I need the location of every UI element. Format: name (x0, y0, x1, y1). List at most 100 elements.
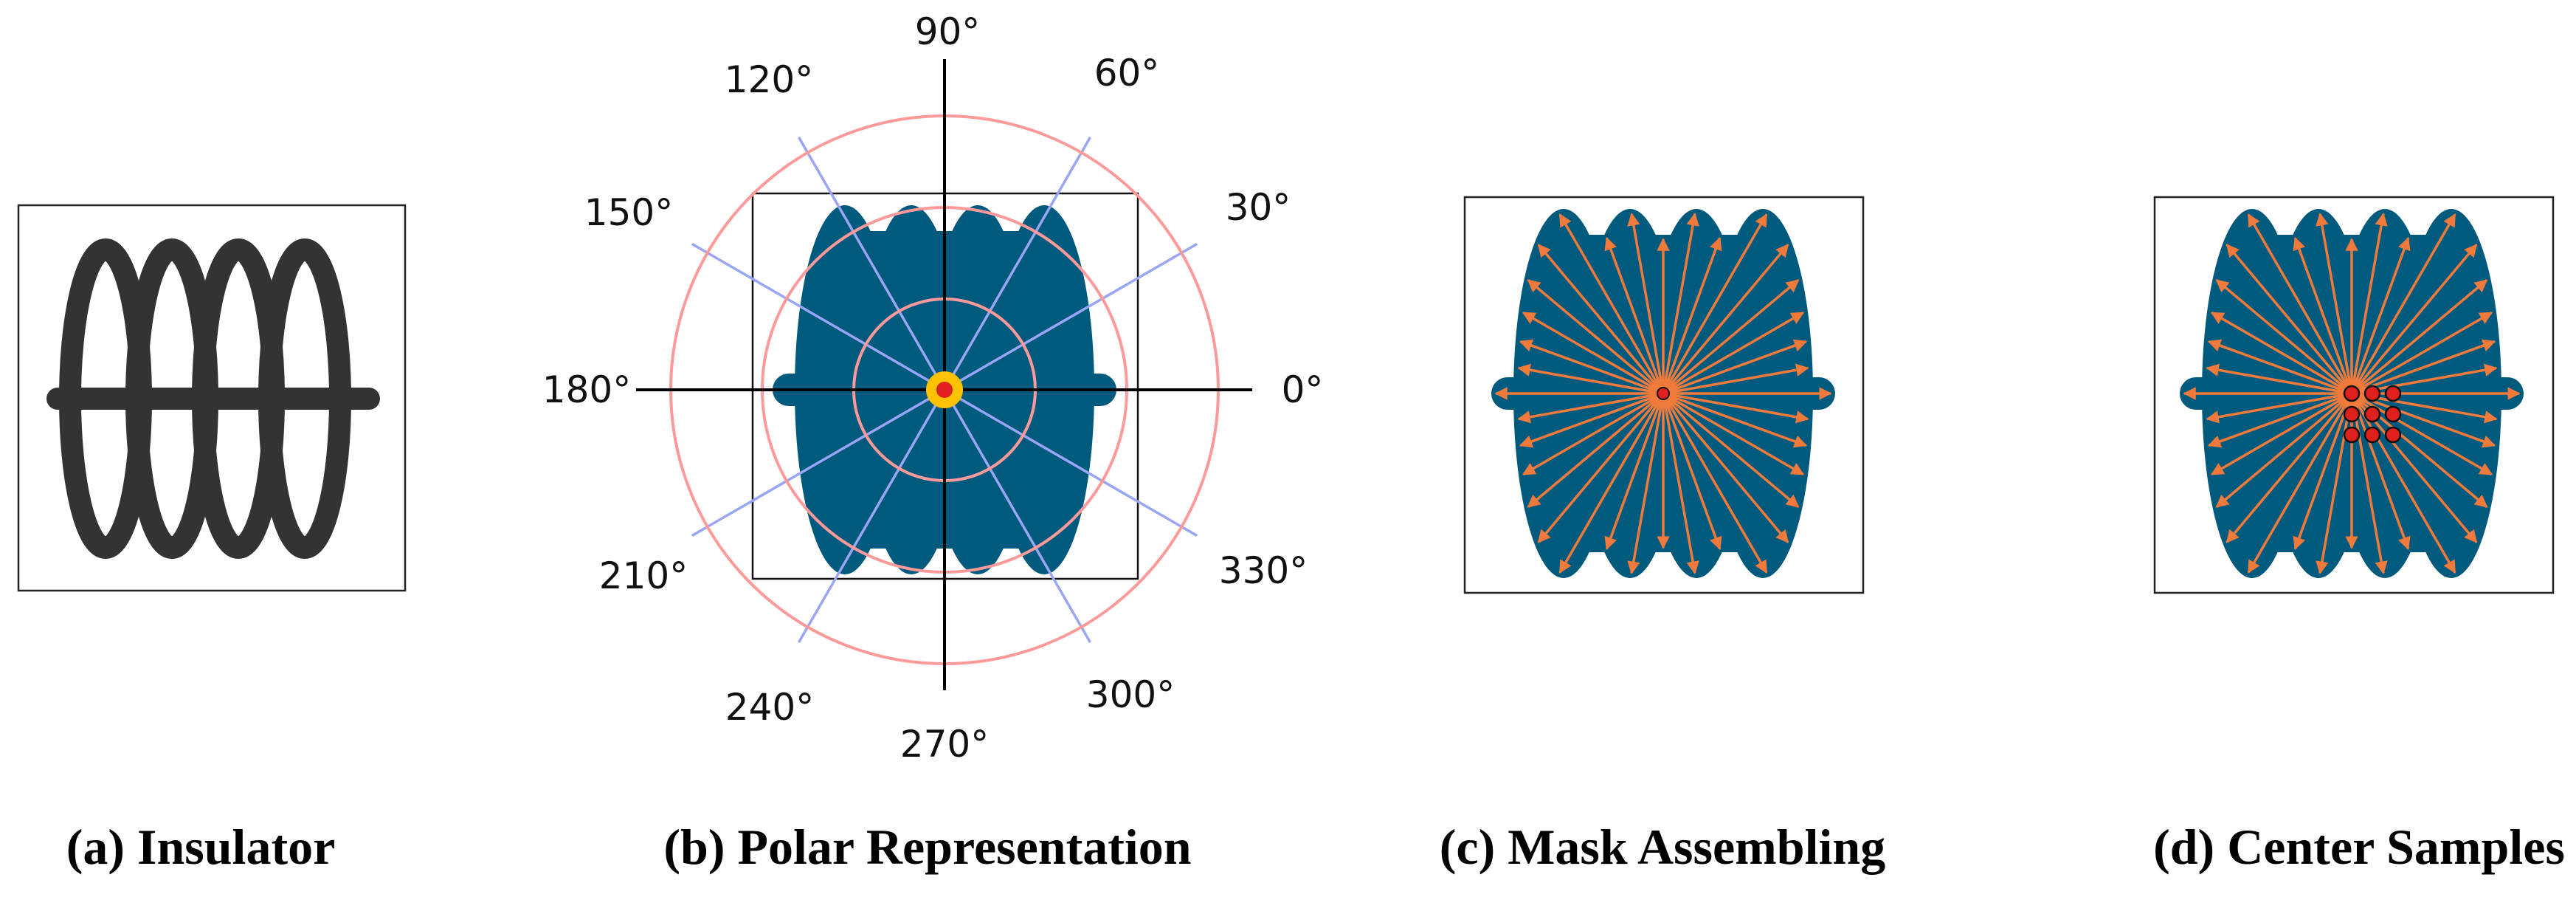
caption-c: (c) Mask Assembling (1440, 819, 1885, 875)
sample-ray-2 (2351, 392, 2496, 448)
assembly-ray-13 (1537, 392, 1665, 543)
polar-spoke-30 (944, 242, 1198, 391)
center-sample-point-8 (2384, 426, 2402, 444)
sample-ray-22 (2215, 279, 2353, 395)
angle-label-270: 270° (900, 723, 989, 766)
assembly-ray-12 (1558, 393, 1665, 574)
assembly-ray-25 (1604, 236, 1665, 394)
assembly-ray-28 (1662, 213, 1699, 394)
sample-ray-32 (2350, 279, 2488, 395)
assembly-ray-11 (1604, 393, 1665, 551)
sample-ray-23 (2225, 244, 2353, 395)
angle-label-300: 300° (1086, 673, 1175, 716)
polar-center-point (936, 382, 953, 398)
assembly-ray-30 (1662, 213, 1768, 394)
sample-ray-15 (2210, 392, 2352, 476)
angle-label-30: 30° (1226, 186, 1291, 229)
assembly-ray-2 (1662, 392, 1808, 448)
angle-label-330: 330° (1219, 549, 1308, 592)
center-sample-point-4 (2363, 405, 2381, 423)
sample-ray-29 (2350, 236, 2411, 394)
polar-spoke-60 (943, 137, 1092, 391)
assembly-ray-21 (1522, 311, 1664, 395)
center-sample-point-2 (2384, 385, 2402, 402)
sample-ray-11 (2293, 393, 2353, 551)
caption-b: (b) Polar Representation (663, 819, 1191, 875)
assembly-ray-24 (1558, 213, 1665, 394)
assembly-ray-31 (1662, 244, 1789, 395)
assembly-ray-4 (1662, 392, 1800, 508)
assembly-ray-26 (1627, 213, 1665, 394)
sample-ray-34 (2351, 339, 2496, 395)
sample-ray-26 (2316, 213, 2353, 394)
sample-ray-12 (2247, 393, 2353, 574)
polar-spoke-240 (797, 389, 946, 643)
panel-mask-assembling (1463, 196, 1865, 594)
sample-ray-14 (2215, 392, 2353, 508)
center-sample-point-6 (2343, 426, 2361, 444)
assembly-ray-22 (1527, 279, 1665, 395)
mask-center-point (1657, 387, 1670, 400)
captions: (a) Insulator (b) Polar Representation (… (66, 819, 2565, 875)
sample-ray-28 (2350, 213, 2388, 394)
assembly-ray-32 (1662, 279, 1800, 395)
polar-spoke-300 (943, 389, 1092, 643)
angle-label-120: 120° (725, 58, 813, 101)
center-sample-point-7 (2363, 426, 2381, 444)
center-sample-point-3 (2343, 405, 2361, 423)
sample-ray-24 (2247, 213, 2353, 394)
angle-label-240: 240° (725, 686, 814, 729)
assembly-ray-16 (1519, 392, 1664, 448)
assembly-ray-29 (1662, 236, 1722, 394)
assembly-ray-20 (1519, 339, 1664, 395)
caption-a: (a) Insulator (66, 819, 336, 875)
assembly-ray-14 (1527, 392, 1665, 508)
angle-labels: 0° 30° 60° 90° 120° 150° 180° 210° 240° … (542, 10, 1324, 766)
assembly-ray-15 (1522, 392, 1664, 476)
assembly-ray-8 (1662, 393, 1699, 574)
angle-label-180: 180° (542, 368, 631, 411)
polar-spoke-210 (691, 388, 945, 537)
polar-spoke-120 (797, 137, 946, 391)
panel-polar-representation: 0° 30° 60° 90° 120° 150° 180° 210° 240° … (542, 10, 1324, 766)
assembly-ray-10 (1627, 393, 1665, 574)
center-sample-point-0 (2343, 385, 2361, 402)
sample-ray-10 (2316, 393, 2353, 574)
assembly-ray-6 (1662, 393, 1768, 574)
assembly-ray-3 (1662, 392, 1805, 476)
sample-ray-6 (2350, 393, 2456, 574)
assembly-ray-1 (1662, 392, 1809, 424)
polar-spoke-330 (944, 388, 1198, 537)
assembly-ray-33 (1662, 311, 1805, 395)
assembly-rays (1494, 213, 1832, 574)
panel-insulator (17, 204, 407, 592)
assembly-ray-5 (1662, 392, 1789, 543)
sample-ray-8 (2350, 393, 2388, 574)
sample-ray-19 (2206, 363, 2352, 395)
panel-center-samples (2153, 196, 2555, 594)
sample-ray-30 (2350, 213, 2456, 394)
sample-ray-17 (2206, 392, 2352, 424)
sample-ray-13 (2225, 392, 2353, 543)
assembly-ray-35 (1662, 363, 1809, 395)
caption-d: (d) Center Samples (2153, 819, 2565, 875)
assembly-ray-19 (1517, 363, 1664, 395)
angle-label-210: 210° (599, 554, 688, 597)
insulator-icon (46, 238, 380, 559)
assembly-ray-17 (1517, 392, 1664, 424)
center-sample-point-1 (2363, 385, 2381, 402)
polar-spokes (691, 137, 1198, 643)
sample-ray-21 (2210, 311, 2352, 395)
angle-label-150: 150° (584, 191, 673, 234)
assembly-ray-7 (1662, 393, 1722, 551)
assembly-ray-23 (1537, 244, 1665, 395)
center-sample-point-5 (2384, 405, 2402, 423)
sample-ray-16 (2207, 392, 2352, 448)
sample-ray-7 (2350, 393, 2411, 551)
angle-label-90: 90° (915, 10, 981, 53)
center-samples (2343, 385, 2402, 444)
assembly-ray-34 (1662, 339, 1808, 395)
sample-ray-20 (2207, 339, 2352, 395)
polar-spoke-150 (691, 242, 945, 391)
